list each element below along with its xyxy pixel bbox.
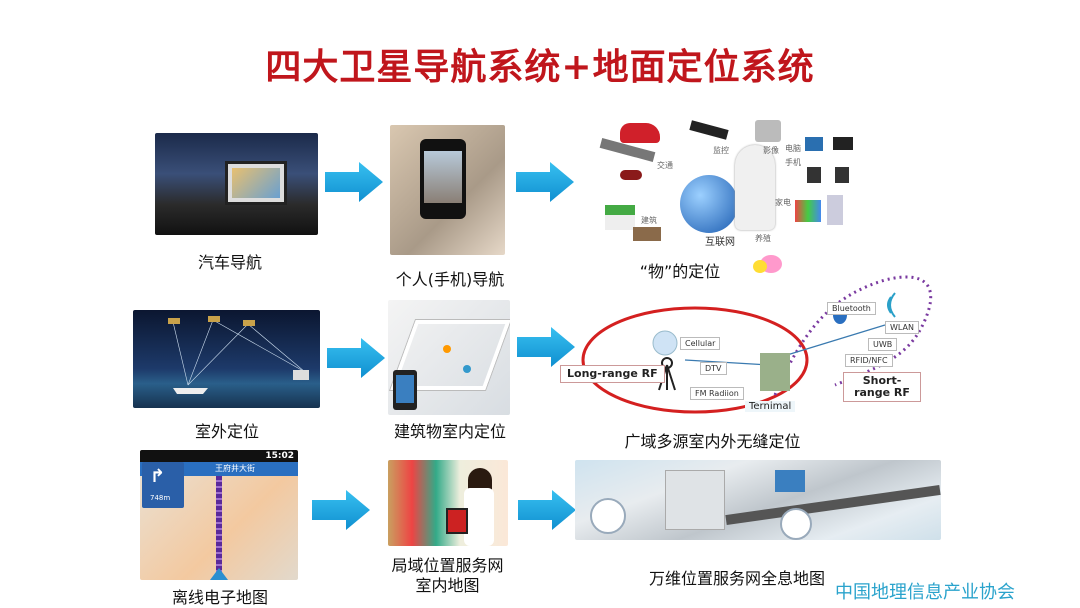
- tag-bluetooth: Bluetooth: [827, 302, 876, 315]
- tag-wlan: WLAN: [885, 321, 920, 334]
- car-navigation-image: [155, 133, 318, 235]
- arrow-right-icon: [327, 338, 385, 378]
- tag-uwb: UWB: [868, 338, 898, 351]
- offline-map-image: 15:02 王府井大街 ↱ 748m: [140, 450, 298, 580]
- indoor-map-label-line-1: 局域位置服务网: [391, 556, 504, 575]
- tag-internet: 互联网: [705, 237, 735, 248]
- car-navigation-label: 汽车导航: [197, 253, 262, 272]
- seamless-positioning-diagram: Long-range RF Short-range RF Ternimal Ce…: [555, 265, 940, 420]
- tag-phone: 手机: [785, 158, 801, 167]
- indoor-map-label: 局域位置服务网 室内地图: [370, 556, 525, 596]
- tag-rfid-nfc: RFID/NFC: [845, 354, 893, 367]
- map-time: 15:02: [265, 451, 294, 461]
- short-range-rf-label: Short-range RF: [843, 372, 921, 402]
- indoor-map-shop-image: [388, 460, 508, 546]
- indoor-positioning-label: 建筑物室内定位: [393, 422, 506, 441]
- tag-imaging: 影像: [763, 146, 779, 155]
- turn-right-icon: ↱: [150, 466, 166, 487]
- tag-farming: 养殖: [755, 234, 771, 243]
- terminal-label: Ternimal: [745, 401, 796, 412]
- outdoor-positioning-image: [133, 310, 320, 408]
- outdoor-positioning-label: 室外定位: [194, 422, 259, 441]
- things-positioning-label: “物”的定位: [639, 262, 721, 281]
- map-distance: 748m: [150, 494, 171, 502]
- indoor-positioning-image: [388, 300, 510, 415]
- tag-cellular: Cellular: [680, 337, 721, 350]
- footer-organization: 中国地理信息产业协会: [835, 582, 1015, 603]
- tag-appliances: 家电: [775, 198, 791, 207]
- internet-of-things-image: 交通 监控 影像 电脑 手机 家电 建筑 养殖 互联网: [595, 115, 865, 273]
- tag-buildings: 建筑: [641, 216, 657, 225]
- holographic-map-label: 万维位置服务网全息地图: [648, 569, 825, 588]
- holographic-map-image: [575, 460, 941, 540]
- long-range-rf-label: Long-range RF: [560, 365, 665, 383]
- arrow-right-icon: [312, 490, 370, 530]
- tag-computer: 电脑: [785, 144, 801, 153]
- map-street-name: 王府井大街: [215, 464, 255, 473]
- arrow-right-icon: [517, 327, 575, 367]
- arrow-right-icon: [516, 162, 574, 202]
- slide-title: 四大卫星导航系统+地面定位系统: [265, 46, 815, 88]
- offline-map-label: 离线电子地图: [171, 588, 268, 607]
- tag-surveillance: 监控: [713, 146, 729, 155]
- arrow-right-icon: [518, 490, 576, 530]
- tag-traffic: 交通: [657, 161, 673, 170]
- phone-navigation-label: 个人(手机)导航: [395, 270, 505, 289]
- arrow-right-icon: [325, 162, 383, 202]
- tag-dtv: DTV: [700, 362, 727, 375]
- phone-navigation-image: [390, 125, 505, 255]
- seamless-positioning-label: 广域多源室内外无缝定位: [624, 432, 801, 451]
- indoor-map-label-line-2: 室内地图: [415, 576, 480, 595]
- tag-fm-radio: FM Radiion: [690, 387, 744, 400]
